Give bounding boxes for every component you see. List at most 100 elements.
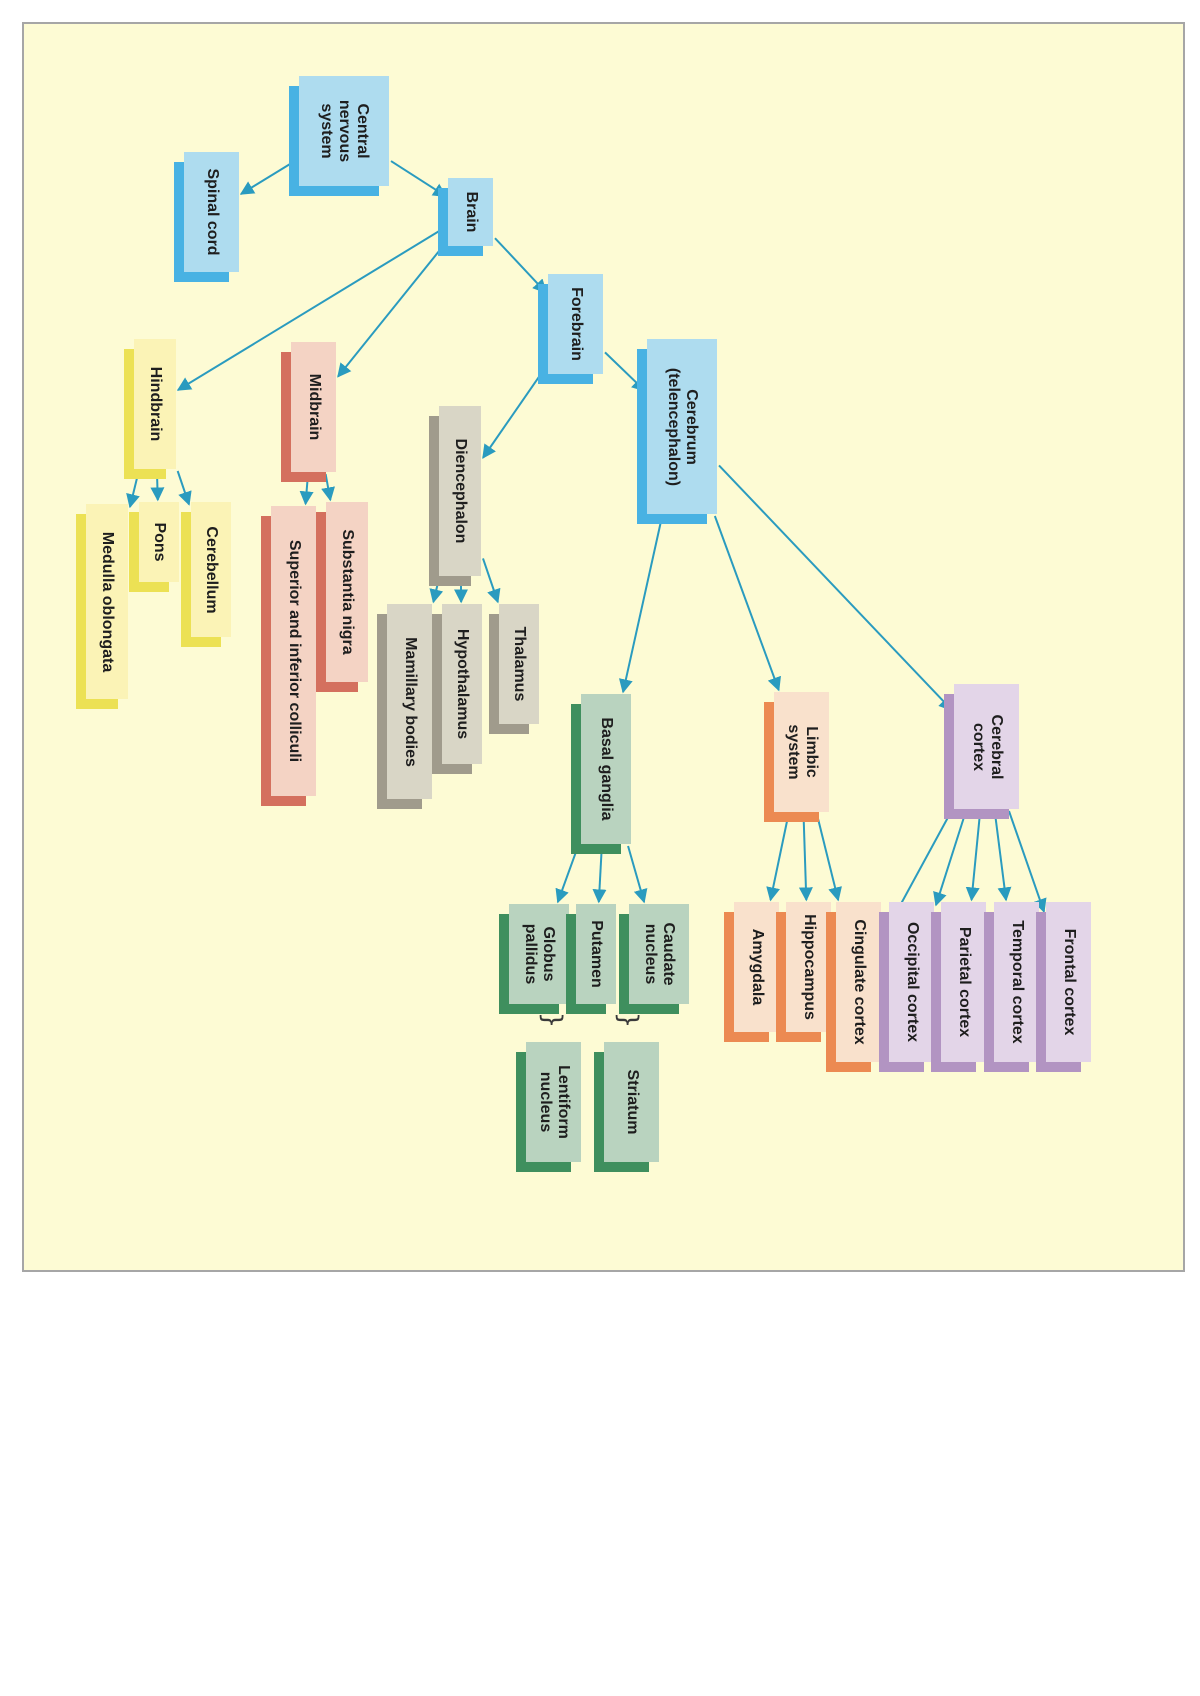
arrow-cerebrum-to-limbic <box>713 515 781 692</box>
node-dienceph: Diencephalon <box>429 406 481 586</box>
node-label: Central nervous system <box>318 99 371 163</box>
node-label: Cingulate cortex <box>850 919 868 1045</box>
node-face: Spinal cord <box>184 152 239 272</box>
arrow-brain-to-forebrain <box>494 237 547 294</box>
arrow-limbic-to-cingulate <box>815 813 842 902</box>
node-parietal: Parietal cortex <box>931 902 986 1072</box>
node-label: Temporal cortex <box>1008 920 1026 1044</box>
node-face: Frontal cortex <box>1046 902 1091 1062</box>
arrow-forebrain-to-dienceph <box>482 366 547 459</box>
node-label: Midbrain <box>305 373 323 441</box>
node-label: Superior and inferior colliculi <box>285 539 303 763</box>
node-label: Putamen <box>588 920 605 988</box>
node-face: Globus pallidus <box>509 904 569 1004</box>
arrow-cortex-to-occipital <box>933 810 967 907</box>
node-face: Amygdala <box>734 902 779 1032</box>
node-label: Occipital cortex <box>903 921 921 1043</box>
node-cerebrum: Cerebrum (telencephalon) <box>637 339 717 524</box>
brace-striatum: } <box>613 1012 643 1029</box>
node-face: Cerebral cortex <box>954 684 1019 809</box>
node-face: Hypothalamus <box>442 604 482 764</box>
node-lentiform: Lentiform nucleus <box>516 1042 581 1172</box>
node-label: Parietal cortex <box>955 926 973 1038</box>
arrow-hindbrain-to-cerebellum <box>176 470 192 506</box>
node-face: Limbic system <box>774 692 829 812</box>
node-face: Pons <box>139 502 179 582</box>
node-spinal: Spinal cord <box>174 152 239 282</box>
node-label: Hippocampus <box>800 914 818 1020</box>
node-label: Limbic system <box>784 724 820 780</box>
node-label: Pons <box>151 522 168 562</box>
node-label: Thalamus <box>511 626 528 702</box>
node-label: Cerebral cortex <box>969 714 1005 779</box>
node-label: Mamillary bodies <box>401 636 419 767</box>
node-thalamus: Thalamus <box>489 604 539 734</box>
node-label: Spinal cord <box>203 168 221 256</box>
node-face: Mamillary bodies <box>387 604 432 799</box>
node-face: Thalamus <box>499 604 539 724</box>
node-face: Occipital cortex <box>889 902 934 1062</box>
node-face: Cerebrum (telencephalon) <box>647 339 717 514</box>
arrow-basal-to-putamen <box>592 845 607 904</box>
arrow-basal-to-caudate <box>627 845 648 904</box>
node-caudate: Caudate nucleus <box>619 904 689 1014</box>
arrow-cortex-to-frontal <box>1008 810 1047 913</box>
node-hindbrain: Hindbrain <box>124 339 176 479</box>
node-face: Caudate nucleus <box>629 904 689 1004</box>
diagram-arrows: }} <box>126 158 1047 1029</box>
node-midbrain: Midbrain <box>281 342 336 482</box>
node-label: Amygdala <box>748 928 766 1006</box>
node-face: Temporal cortex <box>994 902 1039 1062</box>
node-temporal: Temporal cortex <box>984 902 1039 1072</box>
node-substantia: Substantia nigra <box>316 502 368 692</box>
node-occipital: Occipital cortex <box>879 902 934 1072</box>
node-hippocampus: Hippocampus <box>776 902 831 1042</box>
node-label: Substantia nigra <box>339 529 356 655</box>
node-supinf: Superior and inferior colliculi <box>261 506 316 806</box>
node-putamen: Putamen <box>566 904 616 1014</box>
node-medulla: Medulla oblongata <box>76 504 128 709</box>
node-label: Basal ganglia <box>598 717 615 821</box>
node-hypothal: Hypothalamus <box>432 604 482 774</box>
node-label: Hypothalamus <box>454 628 471 740</box>
arrow-cerebrum-to-basal <box>618 515 664 694</box>
node-label: Striatum <box>623 1069 641 1135</box>
node-face: Superior and inferior colliculi <box>271 506 316 796</box>
node-mamillary: Mamillary bodies <box>377 604 432 809</box>
node-basal: Basal ganglia <box>571 694 631 854</box>
node-face: Striatum <box>604 1042 659 1162</box>
node-face: Cingulate cortex <box>836 902 881 1062</box>
node-globus: Globus pallidus <box>499 904 569 1014</box>
node-label: Lentiform nucleus <box>536 1065 572 1139</box>
node-brain: Brain <box>438 178 493 256</box>
node-face: Substantia nigra <box>326 502 368 682</box>
brace-lentiform: } <box>537 1012 567 1029</box>
arrow-brain-to-midbrain <box>337 241 447 378</box>
arrow-dienceph-to-thalamus <box>482 558 501 604</box>
arrow-cerebrum-to-cortex <box>718 464 953 712</box>
node-frontal: Frontal cortex <box>1036 902 1091 1072</box>
node-forebrain: Forebrain <box>538 274 603 384</box>
arrow-brain-to-hindbrain <box>176 226 447 391</box>
node-label: Cerebrum (telencephalon) <box>665 367 700 486</box>
node-face: Hindbrain <box>134 339 176 469</box>
arrow-midbrain-to-substantia <box>321 473 335 502</box>
node-label: Hindbrain <box>147 366 164 442</box>
node-cortex: Cerebral cortex <box>944 684 1019 819</box>
node-face: Forebrain <box>548 274 603 374</box>
node-face: Parietal cortex <box>941 902 986 1062</box>
arrow-cns-to-brain <box>390 160 448 198</box>
node-face: Lentiform nucleus <box>526 1042 581 1162</box>
node-label: Diencephalon <box>452 438 469 544</box>
node-cingulate: Cingulate cortex <box>826 902 881 1072</box>
node-label: Cerebellum <box>203 525 220 614</box>
node-label: Brain <box>462 191 480 233</box>
arrow-limbic-to-amygdala <box>766 813 790 902</box>
node-face: Medulla oblongata <box>86 504 128 699</box>
node-face: Putamen <box>576 904 616 1004</box>
node-face: Basal ganglia <box>581 694 631 844</box>
node-pons: Pons <box>129 502 179 592</box>
node-cns: Central nervous system <box>289 76 389 196</box>
node-label: Globus pallidus <box>522 923 557 985</box>
node-face: Hippocampus <box>786 902 831 1032</box>
